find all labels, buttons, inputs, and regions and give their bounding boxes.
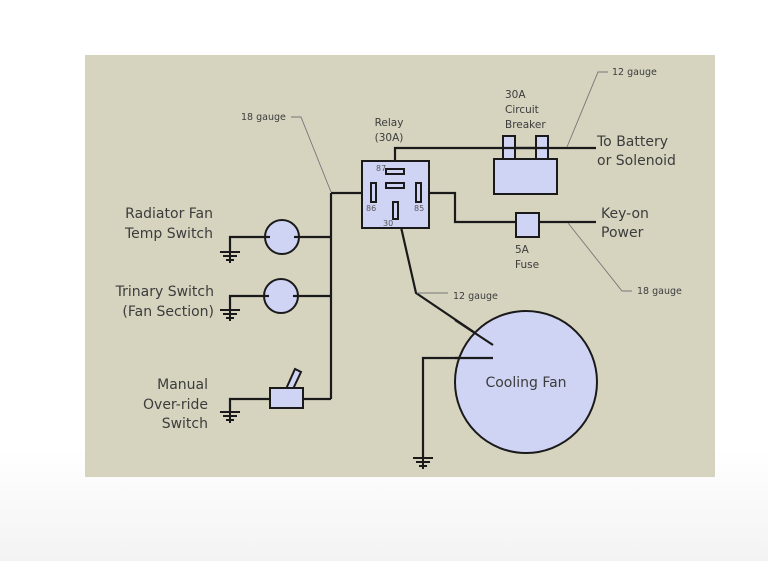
trinary-switch [263,278,299,314]
relay-label: Relay(30A) [375,117,404,144]
ground-icon [220,411,240,423]
ground-icon [220,309,240,321]
annotation-12-gauge-battery: 12 gauge [612,67,657,78]
leader-18-gauge-bus [291,116,332,193]
pin-87-label: 87 [376,164,386,173]
annotation-12-gauge-fan: 12 gauge [453,291,498,302]
cooling-fan [454,310,598,454]
leader-12-gauge-battery [566,71,608,148]
pin-86-label: 86 [366,204,376,213]
fuse [515,212,540,238]
annotation-18-gauge-bus: 18 gauge [241,112,286,123]
pin-85-label: 85 [414,204,424,213]
ground-icon [220,251,240,263]
manual-override-toggle-switch [269,367,304,409]
diagram-panel [85,55,715,477]
radiator-fan-temp-switch [264,219,300,255]
ground-icon [413,457,433,469]
temp-switch-ground-wire [228,235,265,252]
pin-30-label: 30 [383,219,393,228]
annotation-18-gauge-key-on: 18 gauge [637,286,682,297]
cooling-fan-label: Cooling Fan [485,375,566,391]
circuit-breaker [493,135,558,195]
leader-18-gauge-key-on [567,222,632,292]
relay: 87 86 85 30 [361,160,430,229]
trinary-ground-wire [228,294,264,310]
override-ground-wire [228,397,270,412]
trinary-switch-label: Trinary Switch(Fan Section) [115,284,214,320]
